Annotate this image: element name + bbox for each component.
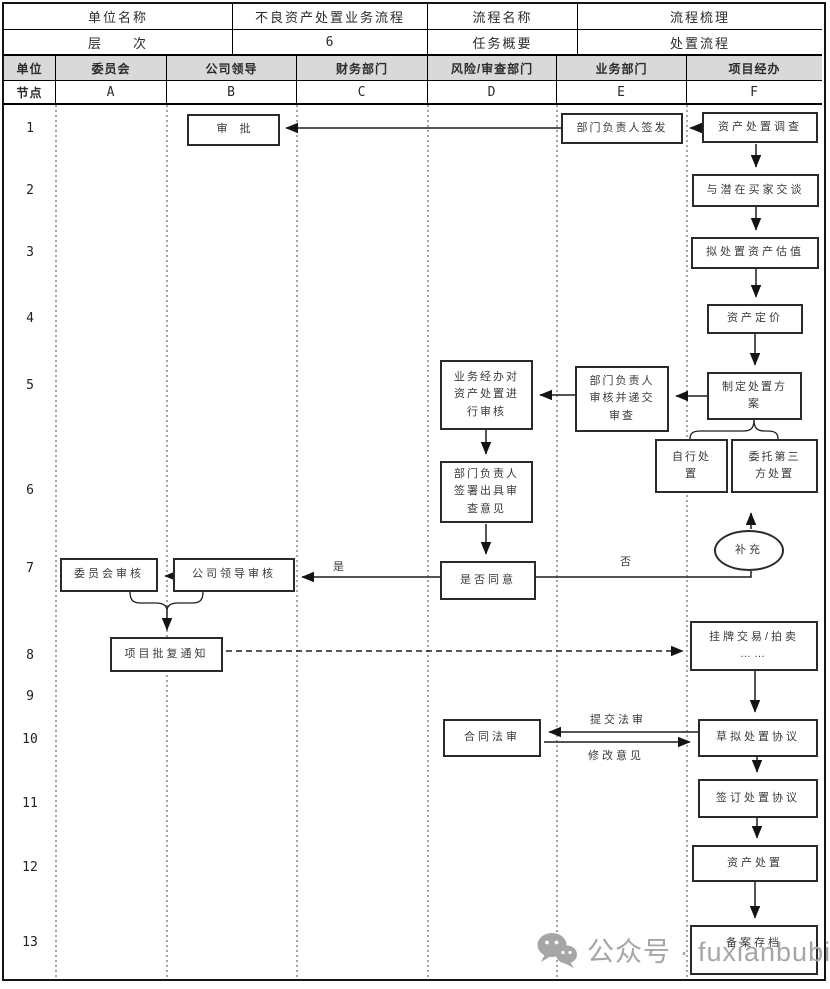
flow-node-dept-head-sign-issue: 部门负责人签发 [561,113,683,144]
flow-node-listing-auction: 挂牌交易/拍卖 …… [690,621,818,671]
flow-name-label: 流程名称 [428,4,578,30]
flow-node-filing-archive: 备案存档 [690,925,818,975]
row-number-9: 9 [26,688,34,704]
flow-node-asset-disposal-investigation: 资产处置调查 [702,112,818,143]
level-label: 层 次 [4,30,233,56]
lane-header-unit: 单位 [4,56,56,81]
row-number-4: 4 [26,310,34,326]
lane-header-leadership: 公司领导 [167,56,297,81]
flow-node-asset-pricing: 资产定价 [707,304,803,334]
row-number-8: 8 [26,647,34,663]
lane-header-committee: 委员会 [56,56,167,81]
flow-node-contract-legal-review: 合同法审 [443,719,541,757]
flow-node-committee-review: 委员会审核 [60,558,158,592]
flow-node-negotiate-buyers: 与潜在买家交谈 [692,174,819,207]
row-number-10: 10 [22,731,38,747]
row-number-1: 1 [26,120,34,136]
row-number-13: 13 [22,934,38,950]
task-summary-value: 处置流程 [578,30,822,56]
flow-node-draft-agreement: 草拟处置协议 [698,719,818,757]
flow-node-listing-line2: …… [740,648,768,660]
flow-node-asset-disposal: 资产处置 [692,845,818,882]
row-number-11: 11 [22,795,38,811]
flow-node-leadership-review: 公司领导审核 [173,558,295,592]
flow-node-sign-agreement: 签订处置协议 [698,779,818,818]
edge-label-no: 否 [620,556,634,568]
flow-node-dept-head-review-submit: 部门负责人审核并递交审查 [575,366,669,432]
flow-node-supplement: 补充 [714,530,784,571]
flow-node-self-disposal: 自行处置 [655,439,728,493]
flow-name-value: 流程梳理 [578,4,822,30]
flow-node-dept-head-sign-opinion: 部门负责人签署出具审查意见 [440,461,533,523]
level-value: 6 [233,30,428,56]
row-number-6: 6 [26,482,34,498]
edge-label-yes: 是 [333,561,347,573]
edge-label-revise-opinion: 修改意见 [588,750,644,762]
watermark: 公众号 · fuxianbubin [536,930,830,969]
unit-name-label: 单位名称 [4,4,233,30]
row-number-3: 3 [26,244,34,260]
node-letter-b: B [167,81,297,105]
node-letter-d: D [428,81,557,105]
row-number-7: 7 [26,560,34,576]
node-letter-e: E [557,81,687,105]
node-letter-f: F [687,81,822,105]
task-summary-label: 任务概要 [428,30,578,56]
flow-node-listing-line1: 挂牌交易/拍卖 [708,630,800,643]
flow-node-asset-valuation: 拟处置资产估值 [691,237,819,269]
node-letter-c: C [297,81,428,105]
row-number-2: 2 [26,182,34,198]
edge-label-submit-legal: 提交法审 [590,714,646,726]
row-number-5: 5 [26,377,34,393]
unit-name-value: 不良资产处置业务流程 [233,4,428,30]
lane-header-finance: 财务部门 [297,56,428,81]
flow-node-third-party-disposal: 委托第三方处置 [731,439,818,493]
lane-header-business: 业务部门 [557,56,687,81]
row-number-12: 12 [22,859,38,875]
watermark-text: 公众号 · fuxianbubin [587,937,830,967]
lane-header-handler: 项目经办 [687,56,822,81]
flow-node-agree-decision: 是否同意 [440,561,536,600]
lane-header-risk: 风险/审查部门 [428,56,557,81]
flow-node-approval-notice: 项目批复通知 [110,637,223,672]
flow-node-approve: 审批 [187,114,280,146]
flow-node-disposal-plan: 制定处置方案 [707,372,802,420]
wechat-icon [537,932,577,968]
node-row-label: 节点 [4,81,56,105]
node-letter-a: A [56,81,167,105]
flow-node-business-handler-review: 业务经办对资产处置进行审核 [440,360,533,430]
